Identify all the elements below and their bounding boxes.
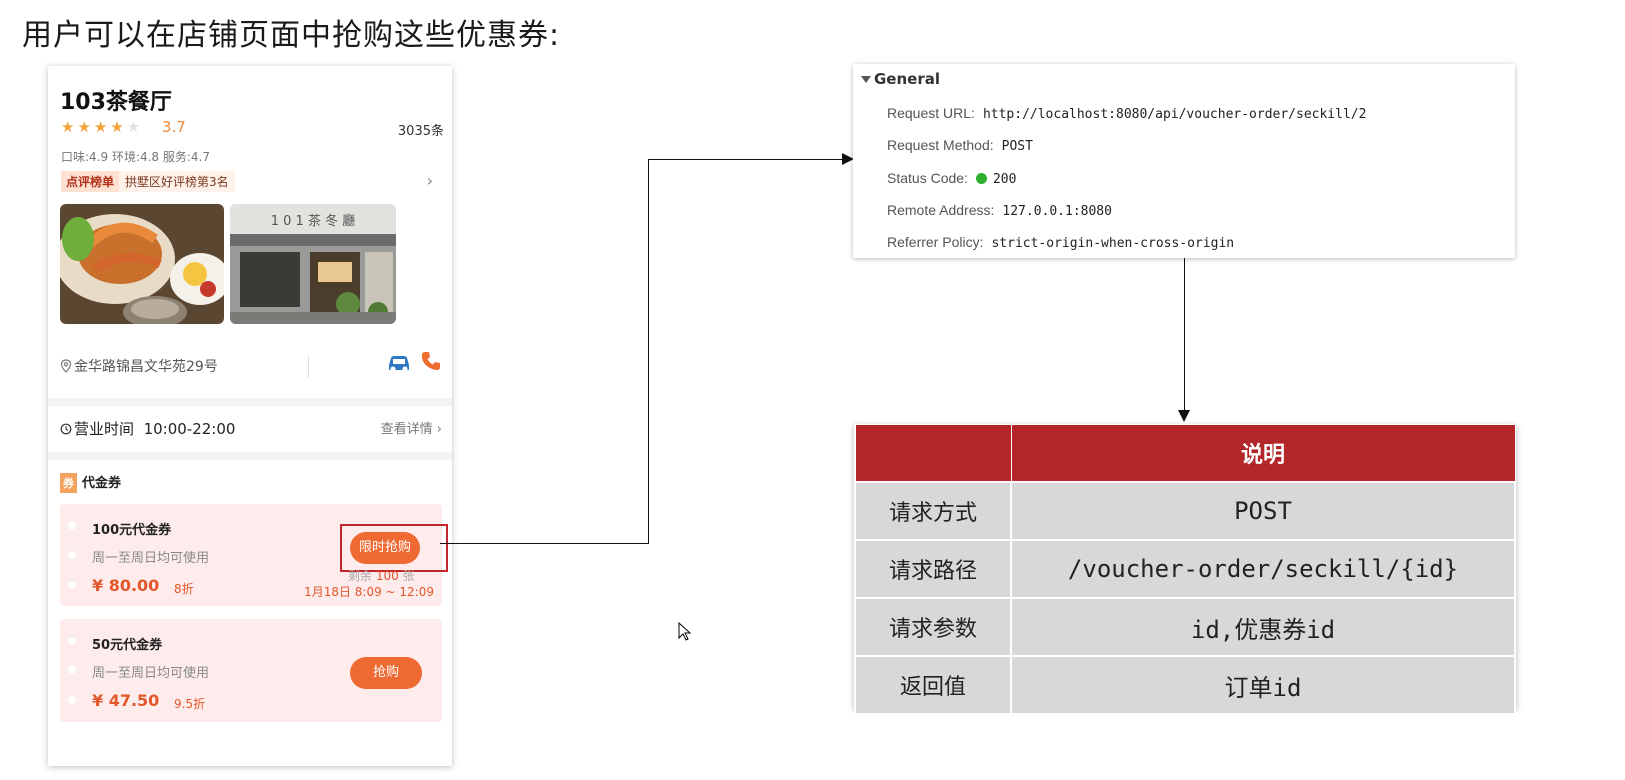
row-value: http://localhost:8080/api/voucher-order/…	[982, 107, 1367, 122]
rating-score: 3.7	[162, 118, 186, 136]
address-text: 金华路锦昌文华苑29号	[74, 359, 218, 375]
voucher-dot	[68, 522, 76, 530]
voucher-discount: 8折	[174, 582, 194, 596]
row-label: 返回值	[854, 655, 1012, 715]
voucher-dot	[68, 551, 76, 559]
car-icon[interactable]	[386, 353, 412, 377]
devtools-general-panel: General Request URL: http://localhost:808…	[853, 64, 1515, 258]
voucher-section-label: 代金券	[82, 476, 122, 491]
row-key: Referrer Policy:	[887, 234, 984, 250]
buy-button[interactable]: 抢购	[350, 657, 422, 689]
row-label: 请求参数	[854, 597, 1012, 657]
section-divider	[48, 398, 452, 406]
remain-unit: 张	[402, 569, 415, 583]
arrow-down-icon	[1178, 410, 1190, 422]
rank-tag: 点评榜单	[61, 171, 120, 192]
table-header-blank	[854, 424, 1012, 483]
row-value: POST	[1010, 481, 1516, 541]
voucher-dot	[68, 637, 76, 645]
row-value: id,优惠券id	[1010, 597, 1516, 657]
voucher-title: 100元代金券	[92, 523, 172, 538]
chevron-right-icon: ›	[426, 171, 433, 190]
row-value: POST	[1001, 139, 1033, 154]
rank-banner[interactable]: 点评榜单拱墅区好评榜第3名 ›	[61, 171, 441, 193]
connector-line	[648, 159, 649, 544]
request-method-row: Request Method: POST	[887, 137, 1033, 154]
voucher-dot	[68, 696, 76, 704]
row-label: 请求路径	[854, 539, 1012, 599]
highlight-box	[340, 524, 448, 572]
api-spec-table: 说明 请求方式 POST 请求路径 /voucher-order/seckill…	[854, 424, 1516, 715]
row-key: Remote Address:	[887, 202, 995, 218]
row-value: 200	[992, 172, 1017, 187]
storefront-sign: 1 0 1 茶 冬 廳	[271, 213, 355, 229]
address-divider	[308, 356, 309, 378]
phone-icon[interactable]	[420, 350, 442, 376]
voucher-price: ¥ 80.00	[92, 576, 160, 595]
voucher-section-title: 券代金券	[60, 472, 121, 493]
request-url-row: Request URL: http://localhost:8080/api/vo…	[887, 105, 1366, 122]
referrer-policy-row: Referrer Policy: strict-origin-when-cross…	[887, 234, 1234, 251]
sub-scores: 口味:4.9 环境:4.8 服务:4.7	[61, 150, 211, 164]
clock-icon	[60, 423, 72, 435]
status-code-row: Status Code: 200	[887, 170, 1016, 187]
storefront-photo[interactable]: 1 0 1 茶 冬 廳	[230, 204, 396, 324]
hours-label: 营业时间	[74, 420, 135, 438]
remain-count: 100	[375, 569, 399, 583]
general-title: General	[874, 70, 940, 88]
connector-line	[1184, 258, 1185, 412]
row-key: Request URL:	[887, 105, 975, 121]
row-label: 请求方式	[854, 481, 1012, 541]
row-key: Status Code:	[887, 170, 968, 186]
voucher-card: 100元代金券 周一至周日均可使用 ¥ 80.00 8折 限时抢购 剩余 100…	[60, 504, 448, 606]
row-key: Request Method:	[887, 137, 994, 153]
row-value: 订单id	[1010, 655, 1516, 715]
food-photo[interactable]	[60, 204, 224, 324]
voucher-desc: 周一至周日均可使用	[92, 666, 210, 681]
voucher-dot	[68, 666, 76, 674]
shop-address[interactable]: 金华路锦昌文华苑29号	[60, 356, 218, 376]
table-row: 返回值 订单id	[854, 655, 1516, 715]
mouse-cursor-icon	[678, 622, 692, 641]
table-row: 请求参数 id,优惠券id	[854, 597, 1516, 657]
hours-detail-link[interactable]: 查看详情 ›	[380, 422, 442, 437]
triangle-down-icon	[861, 76, 871, 83]
voucher-remaining: 剩余 100 张	[348, 567, 415, 584]
remain-prefix: 剩余	[348, 569, 373, 583]
shop-name: 103茶餐厅	[60, 90, 172, 115]
table-row: 请求路径 /voucher-order/seckill/{id}	[854, 539, 1516, 599]
connector-line	[648, 159, 844, 160]
table-header: 说明	[1010, 424, 1516, 483]
business-hours[interactable]: 营业时间 10:00-22:00 查看详情 ›	[60, 418, 442, 440]
row-value: strict-origin-when-cross-origin	[991, 236, 1235, 251]
page-heading: 用户可以在店铺页面中抢购这些优惠券:	[22, 18, 561, 53]
rating-stars: ★★★★★	[61, 118, 144, 136]
voucher-discount: 9.5折	[174, 697, 206, 711]
remote-address-row: Remote Address: 127.0.0.1:8080	[887, 202, 1112, 219]
voucher-title: 50元代金券	[92, 638, 163, 653]
section-divider	[48, 452, 452, 460]
arrow-right-icon	[842, 153, 854, 165]
rank-text: 拱墅区好评榜第3名	[119, 171, 235, 192]
voucher-desc: 周一至周日均可使用	[92, 551, 210, 566]
voucher-dot	[68, 581, 76, 589]
voucher-card: 50元代金券 周一至周日均可使用 ¥ 47.50 9.5折 抢购	[60, 619, 442, 722]
hours-value: 10:00-22:00	[143, 420, 236, 438]
voucher-badge-icon: 券	[60, 473, 77, 493]
voucher-period: 1月18日 8:09 ~ 12:09	[304, 585, 434, 599]
general-header[interactable]: General	[861, 70, 940, 88]
row-value: /voucher-order/seckill/{id}	[1010, 539, 1516, 599]
voucher-price: ¥ 47.50	[92, 691, 160, 710]
connector-line	[440, 543, 649, 544]
location-pin-icon	[60, 359, 72, 373]
shop-page: 103茶餐厅 ★★★★★ 3.7 3035条 口味:4.9 环境:4.8 服务:…	[48, 66, 452, 766]
flash-buy-button[interactable]: 限时抢购	[350, 532, 420, 564]
status-ok-icon	[975, 173, 987, 184]
review-count[interactable]: 3035条	[397, 124, 444, 139]
table-row: 请求方式 POST	[854, 481, 1516, 541]
row-value: 127.0.0.1:8080	[1002, 204, 1112, 219]
